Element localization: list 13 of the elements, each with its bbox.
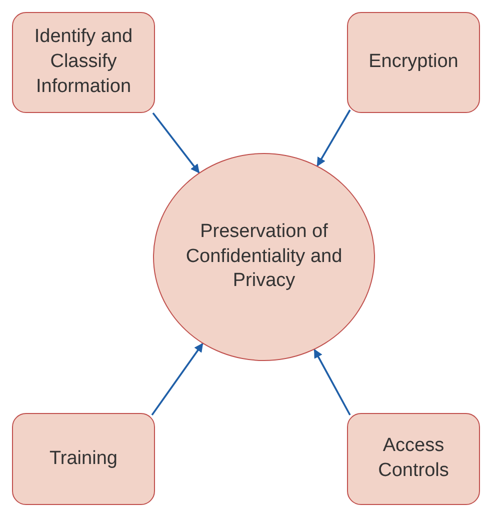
node-label: Preservation of Confidentiality and Privacy — [184, 220, 344, 294]
arrow — [152, 112, 200, 174]
arrow — [151, 342, 204, 416]
process-box — [12, 12, 155, 113]
node-label: Training — [50, 446, 118, 471]
node-label: Access Controls — [377, 434, 450, 483]
node-label: Identify and Classify Information — [33, 25, 134, 99]
process-box — [347, 413, 480, 505]
arrow — [314, 348, 351, 416]
node-label: Encryption — [368, 50, 458, 74]
arrow — [316, 110, 351, 167]
process-box — [347, 12, 480, 113]
process-box — [12, 413, 155, 505]
